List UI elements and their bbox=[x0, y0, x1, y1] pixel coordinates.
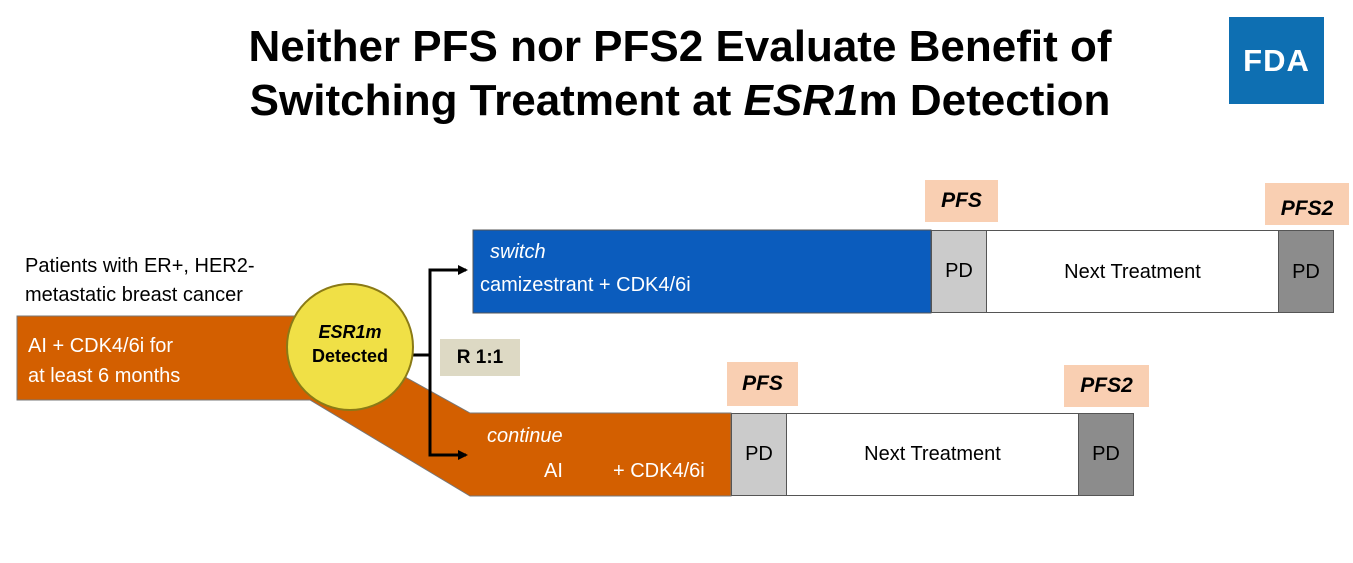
switch-next-treatment-box: Next Treatment bbox=[986, 230, 1279, 313]
continue-pfs2-tag: PFS2 bbox=[1064, 365, 1149, 407]
switch-pd-label: PD bbox=[945, 260, 973, 282]
detected-label: Detected bbox=[311, 346, 389, 366]
continue-pd2-box: PD bbox=[1078, 413, 1134, 496]
continue-arm-treatment-ai: AI bbox=[544, 460, 563, 482]
switch-arm-treatment: camizestrant + CDK4/6i bbox=[480, 274, 691, 296]
continue-next-treatment-label: Next Treatment bbox=[864, 443, 1001, 465]
population-line-2: metastatic breast cancer bbox=[25, 284, 243, 306]
continue-arm-treatment-cdk: + CDK4/6i bbox=[613, 460, 705, 482]
switch-pd-box: PD bbox=[931, 230, 987, 313]
switch-pfs-tag: PFS bbox=[925, 180, 998, 222]
esr1m-detected-label: ESR1m Detected bbox=[288, 320, 412, 368]
title-line-1: Neither PFS nor PFS2 Evaluate Benefit of bbox=[248, 22, 1112, 71]
entry-arm-label: AI + CDK4/6i for at least 6 months bbox=[28, 331, 180, 391]
continue-next-treatment-box: Next Treatment bbox=[786, 413, 1079, 496]
continue-pd-box: PD bbox=[731, 413, 787, 496]
arrow-to-continue-arm bbox=[428, 355, 468, 460]
slide-title: Neither PFS nor PFS2 Evaluate Benefit of… bbox=[150, 20, 1210, 128]
title-line-2-suffix: m Detection bbox=[858, 76, 1111, 125]
esr1m-detected-marker bbox=[286, 283, 414, 411]
randomization-label: R 1:1 bbox=[456, 346, 504, 368]
fda-logo-text: FDA bbox=[1243, 42, 1310, 78]
continue-arm-label: continue bbox=[487, 425, 563, 447]
esr1m-label: ESR1m bbox=[318, 322, 382, 342]
fda-logo: FDA bbox=[1229, 17, 1324, 104]
continue-pfs-label: PFS bbox=[742, 372, 783, 395]
switch-pfs2-label: PFS2 bbox=[1280, 197, 1334, 220]
arrow-to-switch-arm bbox=[428, 265, 468, 355]
continue-pd-label: PD bbox=[745, 443, 773, 465]
switch-pfs-label: PFS bbox=[941, 189, 982, 212]
title-line-2-italic: ESR1 bbox=[743, 76, 859, 125]
switch-pd2-label: PD bbox=[1292, 261, 1320, 283]
entry-arm-line-2: at least 6 months bbox=[28, 365, 181, 387]
population-line-1: Patients with ER+, HER2- bbox=[25, 255, 255, 277]
switch-pfs2-tag: PFS2 bbox=[1265, 183, 1349, 225]
continue-pfs-tag: PFS bbox=[727, 362, 798, 406]
title-line-2-prefix: Switching Treatment at bbox=[249, 76, 744, 125]
continue-pd2-label: PD bbox=[1092, 443, 1120, 465]
randomization-ratio-box: R 1:1 bbox=[440, 339, 520, 376]
population-description: Patients with ER+, HER2- metastatic brea… bbox=[25, 252, 255, 310]
switch-next-treatment-label: Next Treatment bbox=[1064, 261, 1201, 283]
switch-arm-bar bbox=[472, 229, 932, 314]
switch-arm-label: switch bbox=[490, 241, 546, 263]
continue-pfs2-label: PFS2 bbox=[1080, 374, 1133, 397]
switch-pd2-box: PD bbox=[1278, 230, 1334, 313]
entry-arm-line-1: AI + CDK4/6i for bbox=[28, 335, 174, 357]
